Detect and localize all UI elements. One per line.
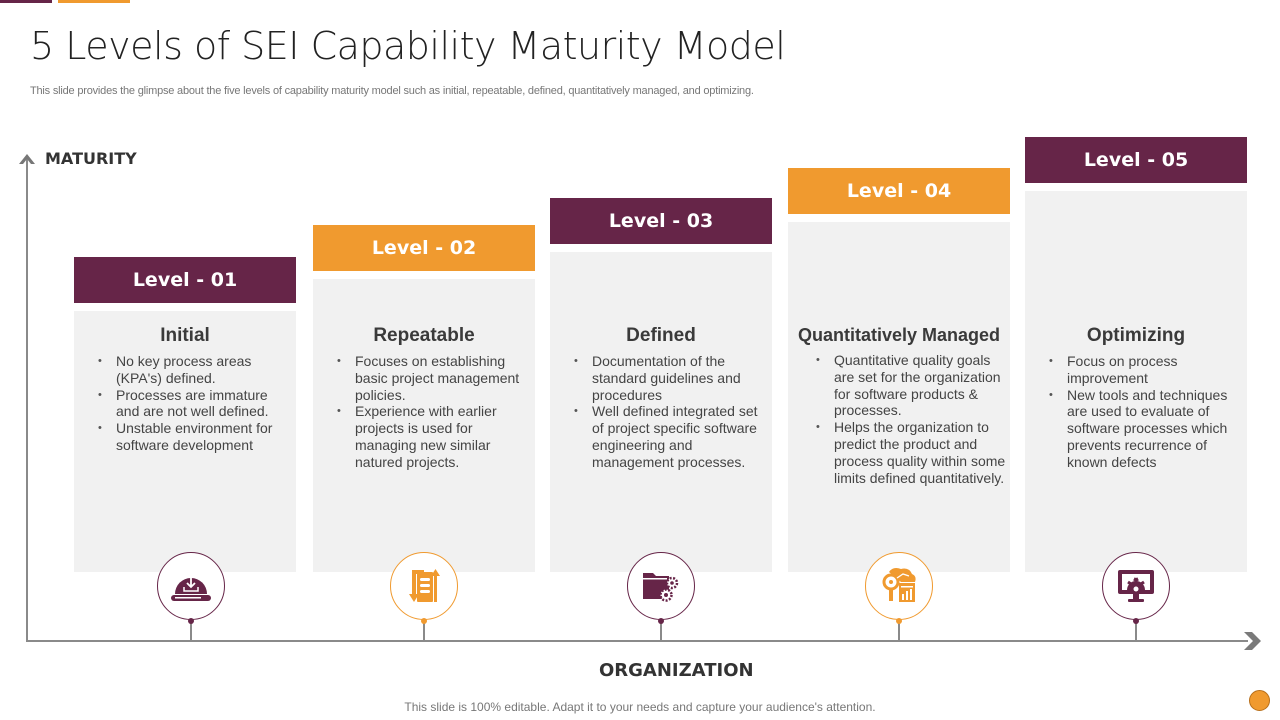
level-01-icon-circle xyxy=(157,552,225,620)
connector-stem xyxy=(1135,621,1137,641)
connector-dot xyxy=(188,618,194,624)
x-axis-label: ORGANIZATION xyxy=(599,660,754,681)
bullet-item: New tools and techniques are used to eva… xyxy=(1049,387,1235,471)
top-accent-plum xyxy=(0,0,52,3)
bullet-item: No key process areas (KPA's) defined. xyxy=(98,353,284,387)
connector-dot xyxy=(1133,618,1139,624)
bullet-item: Focus on process improvement xyxy=(1049,353,1235,387)
page-subtitle: This slide provides the glimpse about th… xyxy=(30,85,754,97)
document-transfer-icon xyxy=(409,569,440,602)
level-02-icon-circle xyxy=(390,552,458,620)
level-04-header: Level - 04 xyxy=(788,168,1010,214)
level-02-header: Level - 02 xyxy=(313,225,535,271)
level-05-card: Optimizing Focus on process improvement … xyxy=(1025,191,1247,572)
connector-stem xyxy=(898,621,900,641)
level-name: Defined xyxy=(626,325,696,346)
connector-stem xyxy=(660,621,662,641)
level-name: Optimizing xyxy=(1086,325,1186,346)
bullet-item: Unstable environment for software develo… xyxy=(98,420,284,454)
level-02-card: Repeatable Focuses on establishing basic… xyxy=(313,279,535,572)
level-04-icon-circle xyxy=(865,552,933,620)
bullet-item: Well defined integrated set of project s… xyxy=(574,403,760,470)
arrow-up-icon xyxy=(19,154,35,164)
bullet-item: Helps the organization to predict the pr… xyxy=(816,419,1006,486)
level-01-header: Level - 01 xyxy=(74,257,296,303)
level-name: Initial xyxy=(160,325,210,346)
connector-stem xyxy=(190,621,192,641)
analytics-search-icon xyxy=(882,568,916,602)
x-axis-line xyxy=(26,640,1248,642)
bullet-item: Processes are immature and are not well … xyxy=(98,387,284,421)
bullet-list: Focuses on establishing basic project ma… xyxy=(325,353,523,471)
level-01-card: Initial No key process areas (KPA's) def… xyxy=(74,311,296,572)
connector-dot xyxy=(896,618,902,624)
page-title: 5 Levels of SEI Capability Maturity Mode… xyxy=(30,24,786,68)
level-03-icon-circle xyxy=(627,552,695,620)
level-05-header: Level - 05 xyxy=(1025,137,1247,183)
bullet-list: Quantitative quality goals are set for t… xyxy=(792,352,1006,486)
level-03-card: Defined Documentation of the standard gu… xyxy=(550,252,772,572)
chevron-right-icon xyxy=(1244,632,1261,650)
connector-dot xyxy=(658,618,664,624)
level-03-header: Level - 03 xyxy=(550,198,772,244)
connector-dot xyxy=(421,618,427,624)
folder-gears-icon xyxy=(643,573,679,602)
bullet-item: Documentation of the standard guidelines… xyxy=(574,353,760,403)
footer-note: This slide is 100% editable. Adapt it to… xyxy=(404,700,876,714)
corner-decoration xyxy=(1249,690,1270,711)
bullet-item: Experience with earlier projects is used… xyxy=(337,403,523,470)
monitor-gear-icon xyxy=(1118,570,1154,602)
level-name: Repeatable xyxy=(373,325,475,346)
level-name: Quantitatively Managed xyxy=(797,325,1001,345)
level-05-icon-circle xyxy=(1102,552,1170,620)
y-axis-line xyxy=(26,158,28,642)
level-04-card: Quantitatively Managed Quantitative qual… xyxy=(788,222,1010,572)
bullet-list: No key process areas (KPA's) defined. Pr… xyxy=(86,353,284,454)
top-accent-orange xyxy=(58,0,130,3)
download-drive-icon xyxy=(171,577,211,601)
y-axis-label: MATURITY xyxy=(45,149,137,168)
bullet-item: Quantitative quality goals are set for t… xyxy=(816,352,1006,419)
connector-stem xyxy=(423,621,425,641)
bullet-list: Focus on process improvement New tools a… xyxy=(1037,353,1235,471)
bullet-list: Documentation of the standard guidelines… xyxy=(562,353,760,471)
bullet-item: Focuses on establishing basic project ma… xyxy=(337,353,523,403)
